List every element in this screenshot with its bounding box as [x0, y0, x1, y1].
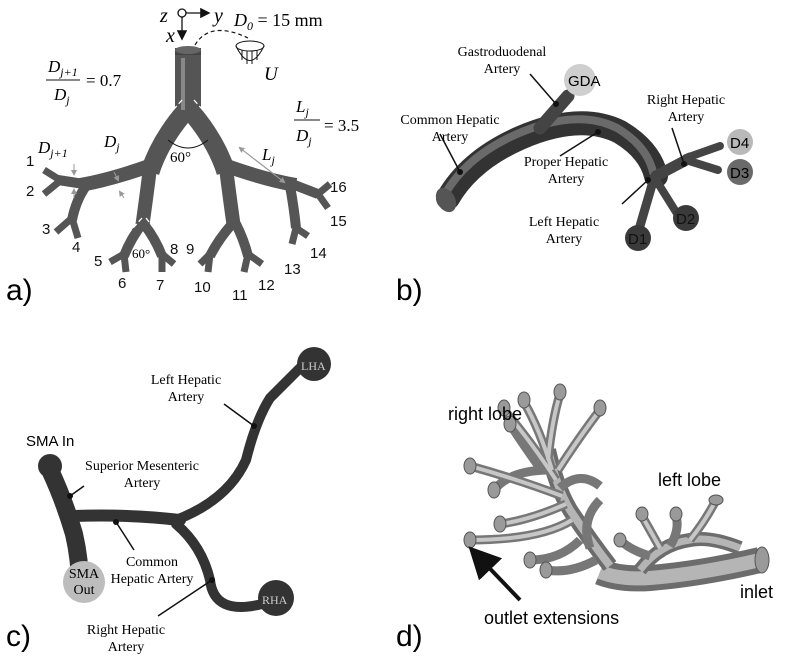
outlet-number: 9: [186, 241, 194, 258]
d3-label: D3: [730, 165, 749, 182]
rha-label: RHA: [262, 593, 288, 607]
outlet-number: 14: [310, 245, 327, 262]
outlet-extensions-arrow: [468, 546, 522, 602]
outlet-d4: [727, 129, 753, 155]
outlet-number: 8: [170, 241, 178, 258]
inlet-label: inlet: [740, 582, 773, 602]
panel-a: z y x D0 = 15 mm U Dj+1 Dj = 0.7 Lj Dj =…: [6, 5, 359, 307]
ratio-d-value: = 0.7: [86, 71, 122, 90]
outlet-number: 11: [232, 287, 248, 304]
outlet-number: 6: [118, 275, 126, 292]
panel-label-a: a): [6, 274, 33, 307]
liver-vessel-tree: [463, 383, 770, 592]
ratio-l-denominator: Dj: [295, 126, 312, 148]
outlet-number: 13: [284, 261, 301, 278]
axes-icon: [176, 7, 211, 41]
outlet-sma-out: [63, 561, 105, 603]
d2-label: D2: [676, 211, 695, 228]
velocity-profile-icon: [235, 40, 265, 64]
branch-d-next-label: Dj+1: [37, 138, 68, 160]
panel-label-b: b): [396, 274, 423, 307]
length-arrow: [238, 146, 286, 184]
outlet-number: 1: [26, 153, 34, 170]
inlet-arc: [194, 29, 249, 46]
outlet-number: 2: [26, 183, 34, 200]
outlet-numbers: 1 2 3 4 5 6 7 8 9 10 11 12 13 14 15 16: [26, 153, 347, 304]
d4-label: D4: [730, 135, 749, 152]
panel-label-c: c): [6, 620, 31, 653]
outlet-number: 15: [330, 213, 347, 230]
leader-dots-b: [457, 101, 687, 183]
inlet-velocity-symbol: U: [264, 64, 279, 85]
angle-guides: [125, 99, 225, 237]
outlet-number: 7: [156, 277, 164, 294]
branch-l-label: Lj: [261, 145, 275, 167]
outlet-number: 12: [258, 277, 275, 294]
leader-dots-c: [67, 423, 257, 583]
outlet-number: 10: [194, 279, 211, 296]
angle-label-small: 60°: [132, 246, 150, 261]
ratio-d-numerator: Dj+1: [47, 57, 78, 79]
gda-label: GDA: [568, 73, 601, 90]
left-lobe-label: left lobe: [658, 470, 721, 490]
outlet-d3: [727, 159, 753, 185]
d1-label: D1: [628, 231, 647, 248]
bifurcation-tree: [41, 46, 333, 273]
outlet-d2: [673, 205, 699, 231]
axis-z-label: z: [159, 5, 168, 27]
outlet-lha: [297, 347, 331, 381]
leader-lines-b: [439, 73, 685, 205]
outlet-number: 3: [42, 221, 50, 238]
branch-d-label: Dj: [103, 132, 120, 154]
outlet-number: 4: [72, 239, 80, 256]
angle-arc-big: [167, 139, 209, 149]
d0-label: D0 = 15 mm: [233, 10, 323, 33]
inlet-sma-in: [38, 454, 62, 478]
angle-label-big: 60°: [170, 150, 191, 166]
outlet-number: 5: [94, 253, 102, 270]
outlet-d1: [625, 225, 651, 251]
outlet-rha: [258, 580, 294, 616]
hepatic-vessel-b: [435, 89, 724, 231]
ratio-l-value: = 3.5: [324, 116, 359, 135]
right-lobe-label: right lobe: [448, 404, 522, 424]
axis-y-label: y: [212, 5, 223, 27]
axis-x-label: x: [165, 25, 175, 47]
diameter-arrows: [71, 164, 125, 199]
outlet-number: 16: [330, 179, 347, 196]
sma-in-label: SMA In: [26, 433, 74, 450]
panel-d: right lobe left lobe inlet outlet extens…: [396, 383, 773, 653]
ratio-l-numerator: Lj: [295, 97, 309, 119]
outlet-extensions-label: outlet extensions: [484, 608, 619, 628]
panel-label-d: d): [396, 620, 423, 653]
lha-label: LHA: [301, 359, 326, 373]
outlet-gda: [564, 64, 596, 96]
ratio-d-denominator: Dj: [53, 85, 70, 107]
